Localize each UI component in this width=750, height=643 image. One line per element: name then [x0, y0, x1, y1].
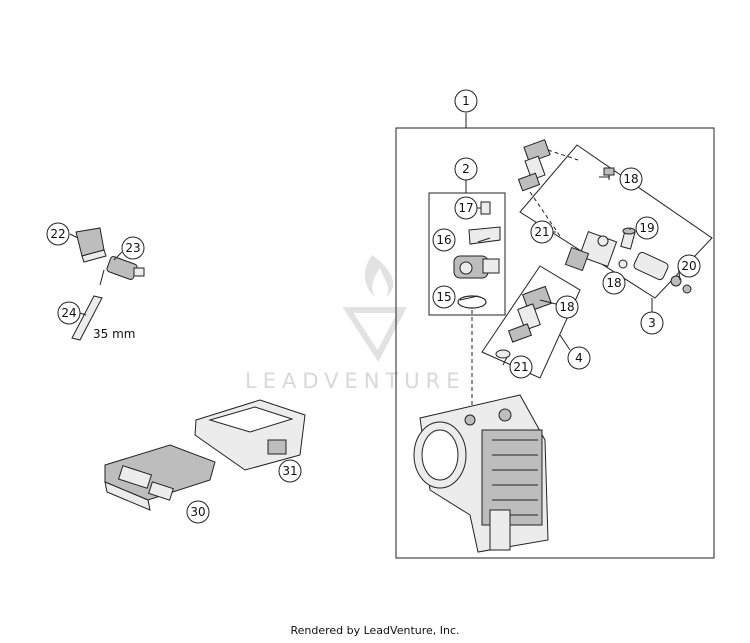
svg-text:18: 18 — [559, 300, 574, 314]
screw-18-top — [603, 167, 615, 180]
callout-17: 17 — [454, 196, 478, 220]
callout-23: 23 — [121, 236, 145, 260]
callout-30: 30 — [186, 500, 210, 524]
throttle-body — [413, 394, 549, 553]
dimension-label: 35 mm — [93, 327, 135, 341]
sensor-23 — [99, 256, 145, 286]
svg-text:30: 30 — [190, 505, 205, 519]
svg-text:18: 18 — [606, 276, 621, 290]
svg-text:1: 1 — [462, 94, 470, 108]
injector-rail — [564, 231, 628, 272]
watermark-v-icon — [342, 307, 407, 362]
callout-4: 4 — [567, 346, 591, 370]
ecu-30 — [104, 444, 216, 511]
callout-21-upper: 21 — [530, 220, 554, 244]
bracket-16 — [468, 226, 501, 245]
svg-text:3: 3 — [648, 316, 656, 330]
callouts: 1 2 17 16 15 18 21 19 20 18 18 3 4 21 22… — [46, 89, 701, 524]
o-ring-15 — [457, 295, 487, 309]
assembly-frame-4 — [481, 265, 581, 379]
svg-text:23: 23 — [125, 241, 140, 255]
assembly-frame-2 — [428, 180, 506, 316]
hose-24 — [71, 295, 103, 341]
callout-22: 22 — [46, 222, 70, 246]
callout-18-low: 18 — [555, 295, 579, 319]
svg-text:24: 24 — [61, 306, 76, 320]
throttle-sensor-group — [453, 201, 501, 405]
bolt-17 — [480, 201, 491, 215]
fitting-20 — [633, 251, 692, 294]
svg-text:20: 20 — [681, 259, 696, 273]
callout-15: 15 — [432, 285, 456, 309]
callout-24: 24 — [57, 301, 81, 325]
fuel-injector-lower — [495, 285, 552, 359]
watermark-flame-icon — [364, 255, 394, 297]
callout-18-mid: 18 — [602, 271, 626, 295]
svg-text:21: 21 — [534, 225, 549, 239]
callout-18-top: 18 — [619, 167, 643, 191]
svg-text:2: 2 — [462, 162, 470, 176]
svg-text:15: 15 — [436, 290, 451, 304]
callout-2: 2 — [454, 157, 478, 181]
callout-16: 16 — [432, 228, 456, 252]
svg-text:17: 17 — [458, 201, 473, 215]
callout-3: 3 — [640, 311, 664, 335]
svg-text:21: 21 — [513, 360, 528, 374]
callout-21-lower: 21 — [509, 355, 533, 379]
svg-text:22: 22 — [50, 227, 65, 241]
svg-text:16: 16 — [436, 233, 451, 247]
sensor-cover-22 — [75, 227, 107, 263]
footer-credit: Rendered by LeadVenture, Inc. — [290, 624, 460, 637]
svg-text:19: 19 — [639, 221, 654, 235]
ecu-bracket-31 — [194, 399, 306, 471]
callout-31: 31 — [278, 459, 302, 483]
assembly-frame-3 — [519, 144, 713, 312]
callout-20: 20 — [677, 254, 701, 278]
fuel-injector-upper — [517, 139, 579, 237]
svg-text:31: 31 — [282, 464, 297, 478]
callout-19: 19 — [635, 216, 659, 240]
assembly-frame-1 — [395, 113, 715, 559]
svg-text:4: 4 — [575, 351, 583, 365]
svg-text:18: 18 — [623, 172, 638, 186]
pin-19 — [620, 227, 636, 250]
watermark: LEADVENTURE — [245, 255, 466, 393]
callout-1: 1 — [454, 89, 478, 113]
watermark-text: LEADVENTURE — [245, 369, 466, 393]
